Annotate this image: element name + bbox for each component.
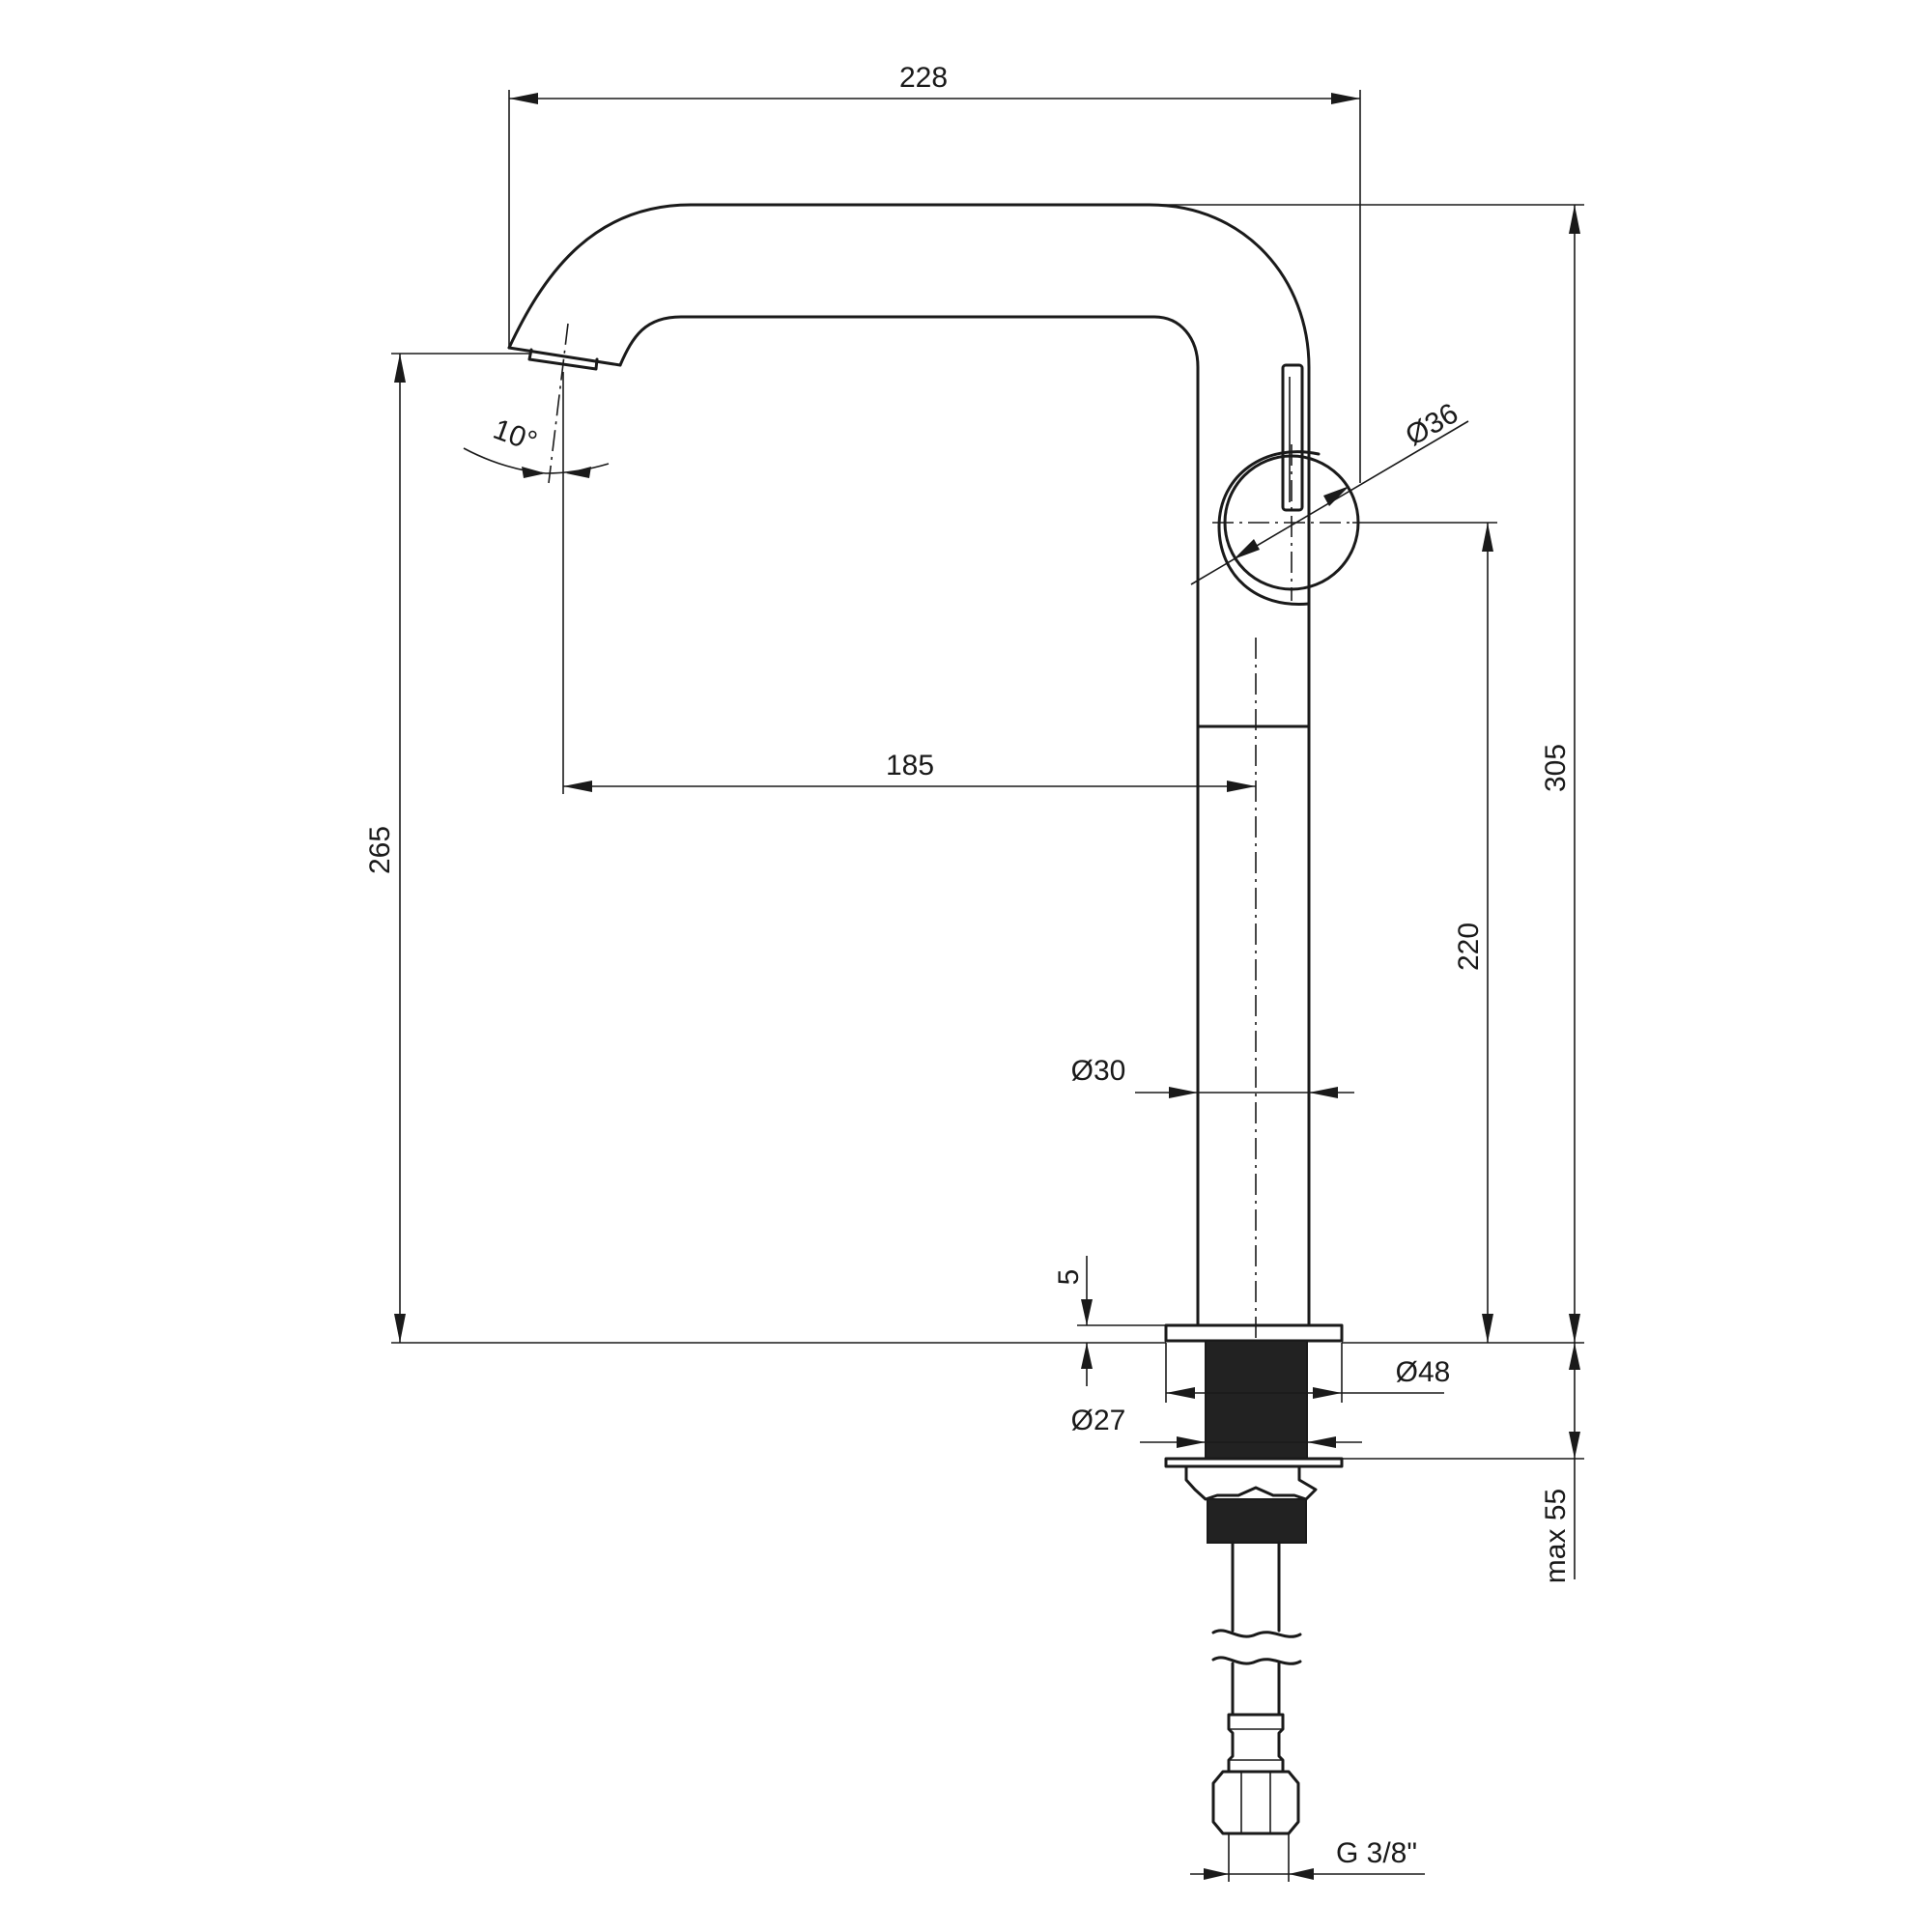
dimension-connection-thread: G 3/8" xyxy=(1190,1833,1425,1882)
label-shank-diameter: Ø27 xyxy=(1071,1405,1126,1436)
label-overall-reach: 228 xyxy=(899,62,948,94)
dimension-overall-reach: 228 xyxy=(508,62,1361,483)
label-lever-height: 220 xyxy=(1453,923,1485,971)
label-handle-diameter: Ø36 xyxy=(1400,397,1463,452)
label-spout-height: 265 xyxy=(364,826,396,874)
dimension-spout-height: 265 xyxy=(364,353,1166,1344)
arrow-left xyxy=(1169,1087,1198,1098)
arrow-lower xyxy=(1234,539,1260,559)
arrow-bottom xyxy=(394,1314,406,1343)
dimension-spout-reach: 185 xyxy=(562,372,1256,794)
spout-inner-contour xyxy=(618,315,1200,1327)
label-base-thickness: 5 xyxy=(1053,1269,1085,1286)
arrow-left xyxy=(509,93,538,104)
arrow-right xyxy=(1289,1868,1314,1880)
centerlines xyxy=(548,323,1352,1348)
hose-break-upper xyxy=(1211,1629,1302,1638)
arrow-right xyxy=(1331,93,1360,104)
dimension-base-diameter: Ø48 xyxy=(1165,1343,1451,1403)
label-spout-angle: 10° xyxy=(489,413,541,459)
arrow-right xyxy=(566,467,591,478)
arrow-right xyxy=(1227,781,1256,792)
arrow-right xyxy=(1307,1436,1336,1448)
base-plate xyxy=(1164,1323,1344,1343)
threaded-shank-upper xyxy=(1205,1340,1308,1460)
label-connection-thread: G 3/8" xyxy=(1336,1837,1417,1869)
arrow-left xyxy=(563,781,592,792)
spout-tip xyxy=(507,346,622,367)
arrow-left xyxy=(1204,1868,1229,1880)
hose-break-lower xyxy=(1211,1656,1302,1665)
label-body-diameter: Ø30 xyxy=(1071,1055,1126,1087)
hose-connector-nut xyxy=(1211,1770,1300,1835)
arrow-top xyxy=(394,354,406,383)
dimension-base-thickness: 5 xyxy=(1053,1256,1166,1386)
arrow-right xyxy=(1313,1387,1342,1399)
label-base-diameter: Ø48 xyxy=(1396,1356,1451,1388)
arrow-top xyxy=(1569,1343,1580,1370)
label-max-deck-thickness: max 55 xyxy=(1540,1489,1572,1583)
dimension-max-deck-thickness: max 55 xyxy=(1342,1343,1584,1583)
fixing-nut xyxy=(1184,1464,1318,1501)
dimension-spout-angle: 10° xyxy=(463,413,610,478)
spout-centerline xyxy=(548,323,569,484)
dimension-lever-height: 220 xyxy=(1352,522,1497,1343)
arrow-upper xyxy=(1323,486,1350,506)
label-spout-reach: 185 xyxy=(886,750,934,781)
threaded-shank-lower xyxy=(1207,1498,1307,1544)
handle-cartridge-housing xyxy=(1217,450,1321,606)
arrow-bottom xyxy=(1569,1432,1580,1459)
dimension-overall-height: 305 xyxy=(1150,204,1584,1344)
arrow-left xyxy=(1177,1436,1206,1448)
arrow-right xyxy=(1309,1087,1338,1098)
arrow-bottom xyxy=(1081,1343,1093,1369)
handle-lever xyxy=(1281,363,1304,512)
arrow-bottom xyxy=(1482,1314,1493,1343)
lever-handle xyxy=(1217,363,1360,606)
arrow-top xyxy=(1569,205,1580,234)
arrow-top xyxy=(1482,523,1493,552)
dimension-body-diameter: Ø30 xyxy=(1071,1055,1354,1098)
arrow-top xyxy=(1081,1299,1093,1325)
dimension-shank-diameter: Ø27 xyxy=(1071,1405,1362,1448)
arrow-left xyxy=(522,467,546,478)
hose-ferrule xyxy=(1227,1713,1285,1774)
arrow-bottom xyxy=(1569,1314,1580,1343)
label-overall-height: 305 xyxy=(1540,744,1572,792)
arrow-left xyxy=(1166,1387,1195,1399)
mounting-kit xyxy=(1164,1340,1344,1835)
